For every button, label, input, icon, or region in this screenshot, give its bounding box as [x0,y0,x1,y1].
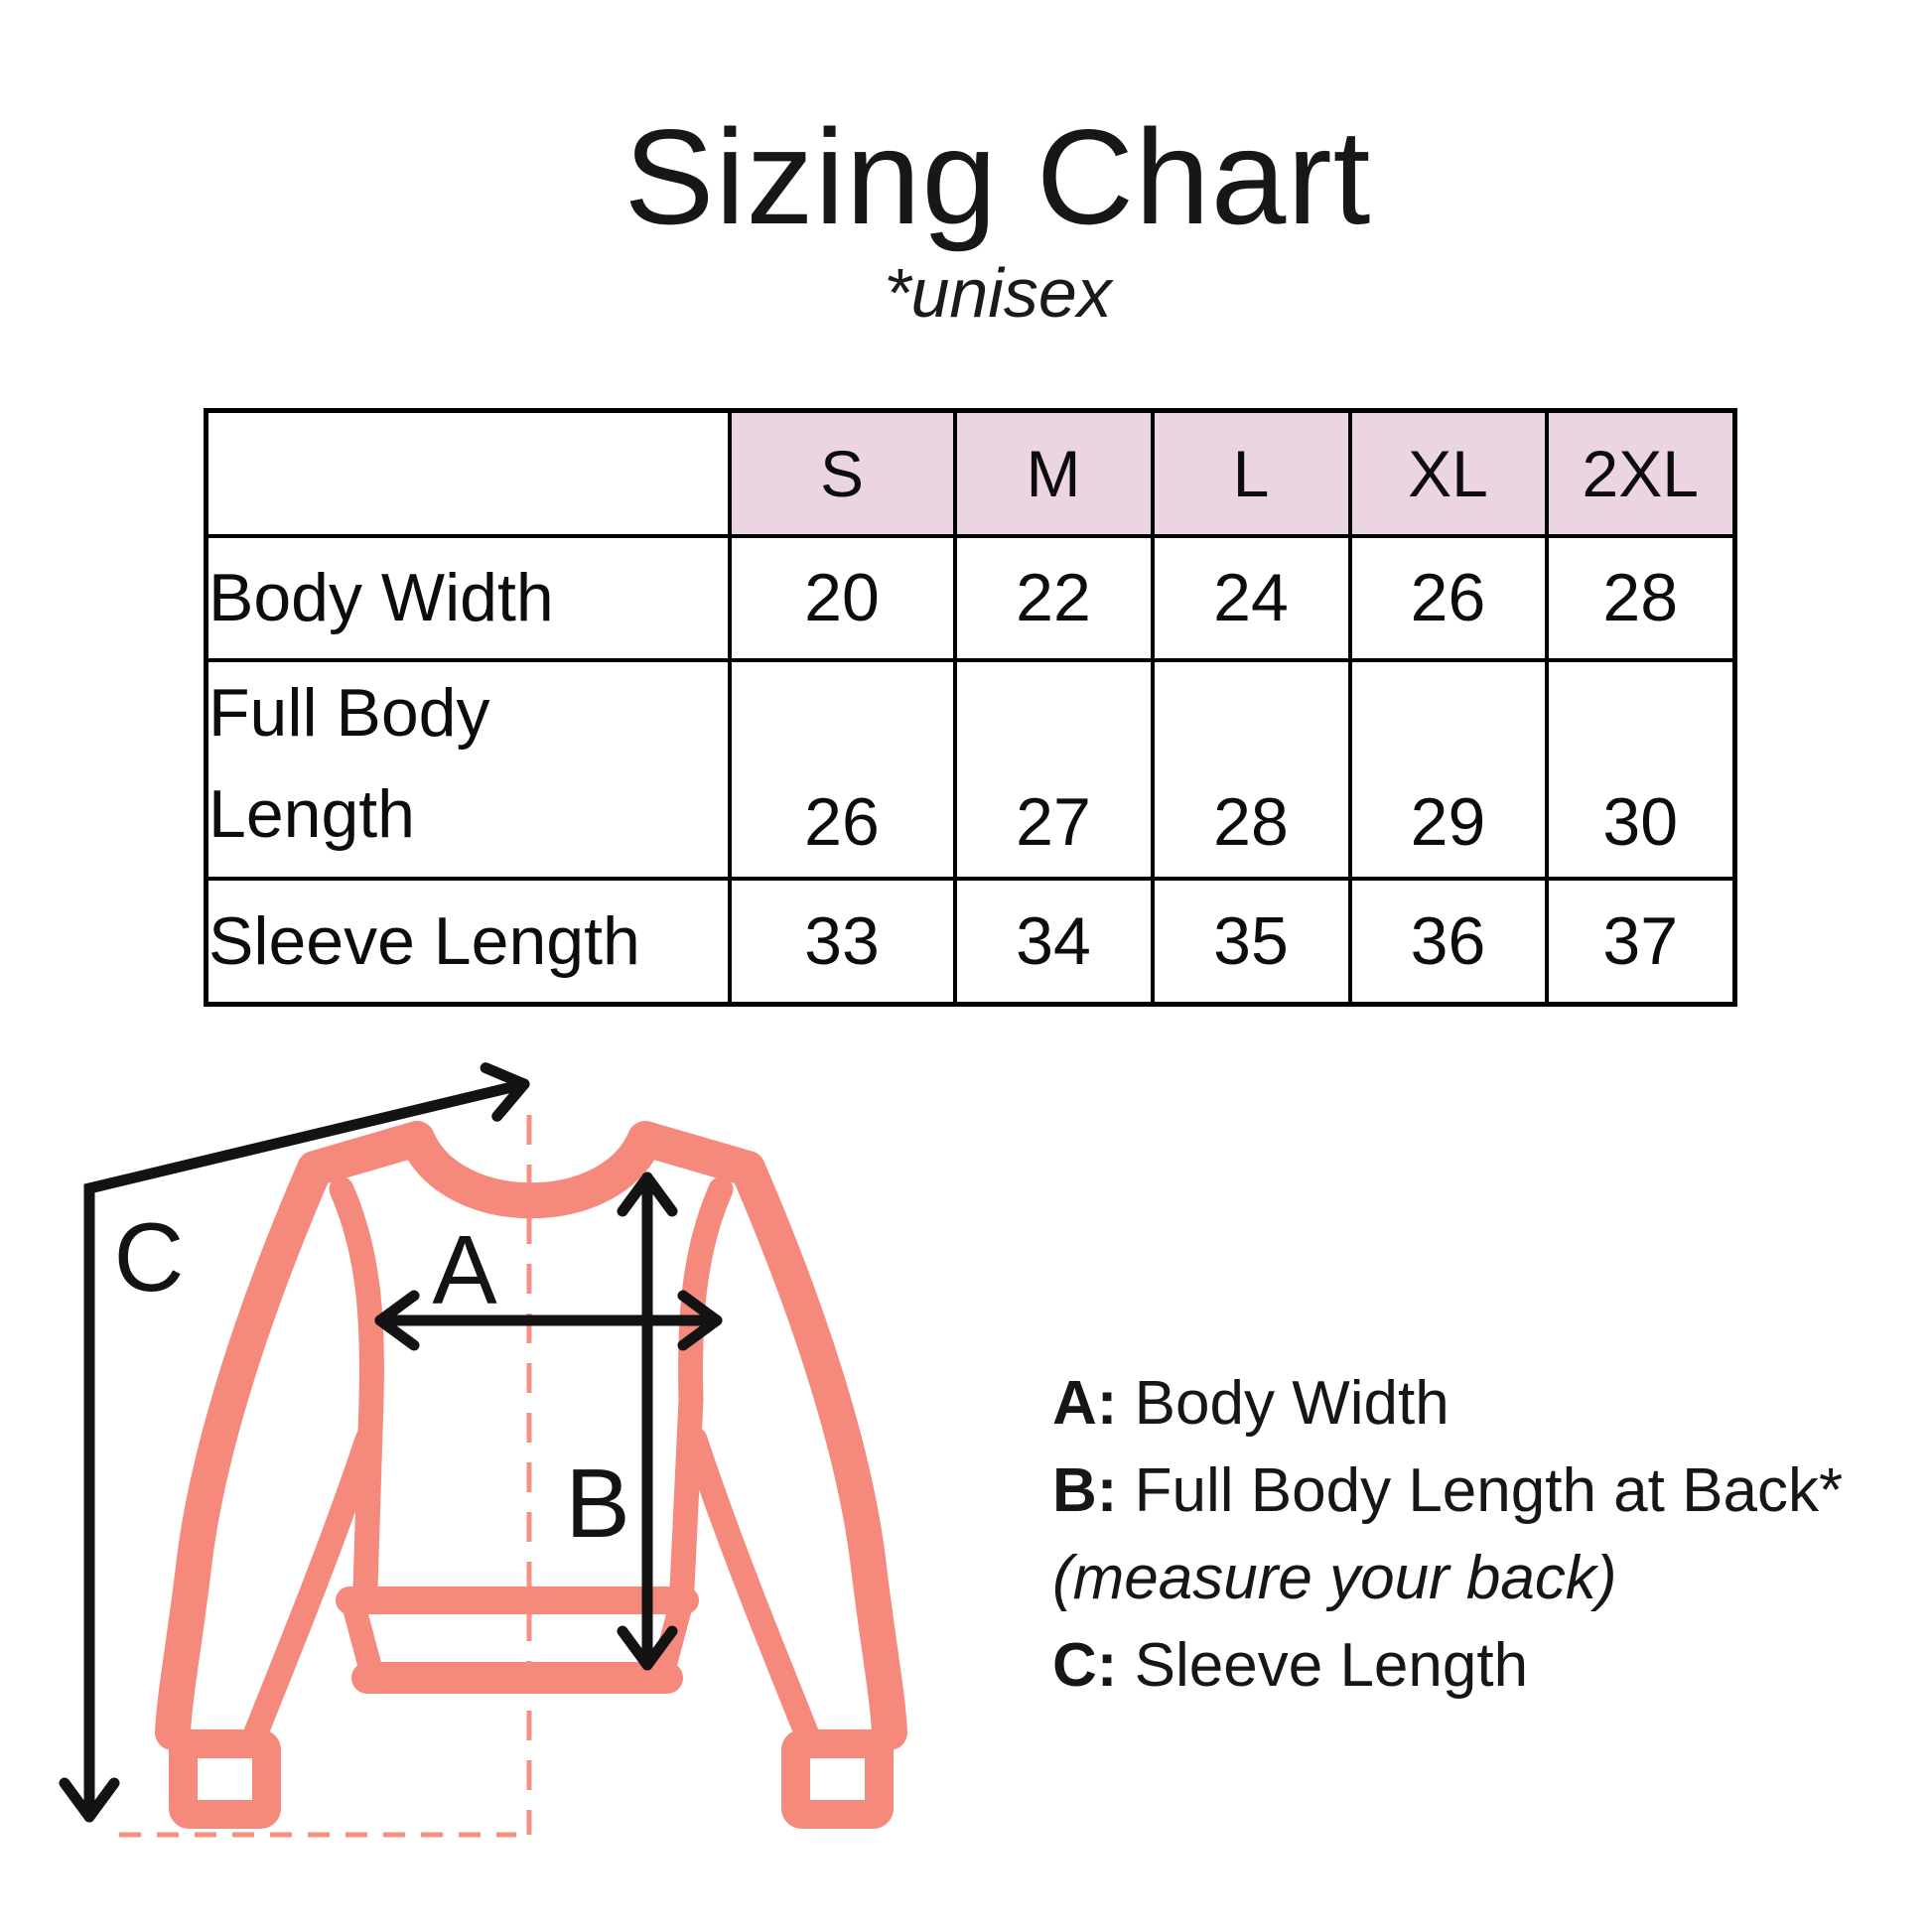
value-cell: 34 [952,876,1155,1007]
value-cell: 20 [727,533,957,662]
value-cell: 27 [952,657,1155,881]
row-label-body-width: Body Width [204,533,732,662]
legend-item-a: A: Body Width [1052,1360,1843,1448]
arrow-c-sleeve-length [59,1062,530,1823]
table-row-body-width: Body Width 20 22 24 26 28 [204,533,1737,662]
size-column-header-m: M [952,408,1155,538]
left-cuff [169,1729,281,1829]
legend-prefix: A: [1052,1369,1118,1438]
diagram-label-c: C [114,1202,185,1311]
right-sleeve-outer [730,1151,907,1750]
legend-prefix: B: [1052,1456,1118,1525]
page-title: Sizing Chart [623,101,1372,252]
sweater-measurement-diagram: A B C [59,1062,907,1838]
measurement-arrows [59,1062,723,1823]
right-cuff [781,1729,894,1829]
row-label-sleeve-length: Sleeve Length [204,876,732,1007]
row-label-full-body-length: Full Body Length [204,657,732,881]
size-column-header-xl: XL [1347,408,1549,538]
row-label-line: Length [208,775,415,852]
legend-text: (measure your back) [1052,1544,1617,1612]
value-cell: 29 [1347,657,1549,881]
row-label-line: Full Body [208,674,490,751]
diagram-label-b: B [565,1449,629,1558]
table-row-full-body-length: Full Body Length 26 27 28 29 30 [204,657,1737,881]
value-cell: 22 [952,533,1155,662]
legend-item-c: C: Sleeve Length [1052,1622,1843,1710]
left-sleeve-inner [243,1427,380,1745]
value-cell: 30 [1544,657,1737,881]
value-cell: 33 [727,876,957,1007]
value-cell: 24 [1150,533,1352,662]
table-header-row: S M L XL 2XL [204,408,1737,538]
legend-item-b: B: Full Body Length at Back* [1052,1448,1843,1535]
measurement-legend: A: Body Width B: Full Body Length at Bac… [1052,1360,1843,1710]
value-cell: 26 [1347,533,1549,662]
page-subtitle: *unisex [884,254,1112,332]
diagram-label-a: A [432,1215,497,1324]
corner-cell [204,408,732,538]
right-sleeve-inner [682,1427,819,1745]
table-row-sleeve-length: Sleeve Length 33 34 35 36 37 [204,876,1737,1007]
legend-prefix: C: [1052,1631,1118,1700]
value-cell: 28 [1150,657,1352,881]
legend-text: Sleeve Length [1117,1631,1529,1700]
value-cell: 35 [1150,876,1352,1007]
size-column-header-l: L [1150,408,1352,538]
legend-text: Full Body Length at Back* [1117,1456,1844,1525]
legend-text: Body Width [1117,1369,1449,1438]
size-column-header-s: S [727,408,957,538]
value-cell: 26 [727,657,957,881]
size-column-header-2xl: 2XL [1544,408,1737,538]
waistband-left-side [342,1592,381,1676]
sizing-table: S M L XL 2XL Body Width 20 22 24 26 28 F… [204,408,1737,1007]
waistband-right-side [653,1592,693,1676]
value-cell: 37 [1544,876,1737,1007]
legend-item-note: (measure your back) [1052,1535,1843,1622]
value-cell: 36 [1347,876,1549,1007]
value-cell: 28 [1544,533,1737,662]
